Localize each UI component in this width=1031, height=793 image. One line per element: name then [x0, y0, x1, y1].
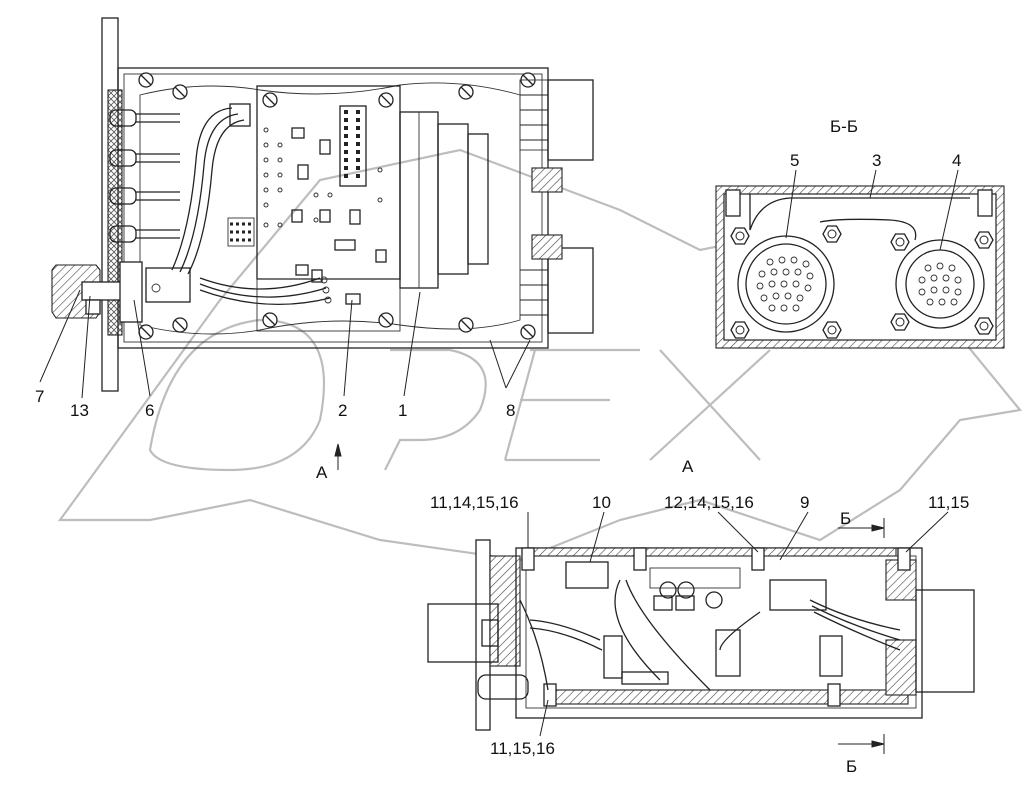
section-a-left: А	[316, 463, 328, 482]
callout-11-15: 11,15	[928, 493, 969, 512]
callout-6: 6	[145, 401, 154, 420]
callout-12-14-15-16: 12,14,15,16	[664, 493, 754, 512]
plan-view	[51, 17, 594, 392]
section-aa-view	[427, 539, 975, 731]
callout-labels: 7 13 6 2 1 8 5 3 4 11,14,15,16 10 12,14,…	[35, 151, 969, 758]
callout-4: 4	[952, 151, 961, 170]
callout-7: 7	[35, 387, 44, 406]
section-markers: Б-Б А А Б Б	[316, 117, 858, 776]
callout-3: 3	[872, 151, 881, 170]
callout-9: 9	[800, 493, 809, 512]
callout-10: 10	[592, 493, 611, 512]
section-bb-title: Б-Б	[830, 117, 858, 136]
callout-11-14-15-16: 11,14,15,16	[430, 493, 519, 512]
section-bb-view	[715, 185, 1005, 349]
section-b-top: Б	[840, 509, 851, 528]
watermark-logo	[57, 148, 1023, 562]
callout-2: 2	[338, 401, 347, 420]
leader-lines	[39, 169, 959, 754]
callout-5: 5	[790, 151, 799, 170]
callout-13: 13	[70, 401, 89, 420]
callout-11-15-16: 11,15,16	[490, 739, 555, 758]
section-a-right: А	[682, 457, 694, 476]
callout-8: 8	[506, 401, 515, 420]
callout-1: 1	[398, 401, 407, 420]
section-b-bottom: Б	[846, 757, 857, 776]
